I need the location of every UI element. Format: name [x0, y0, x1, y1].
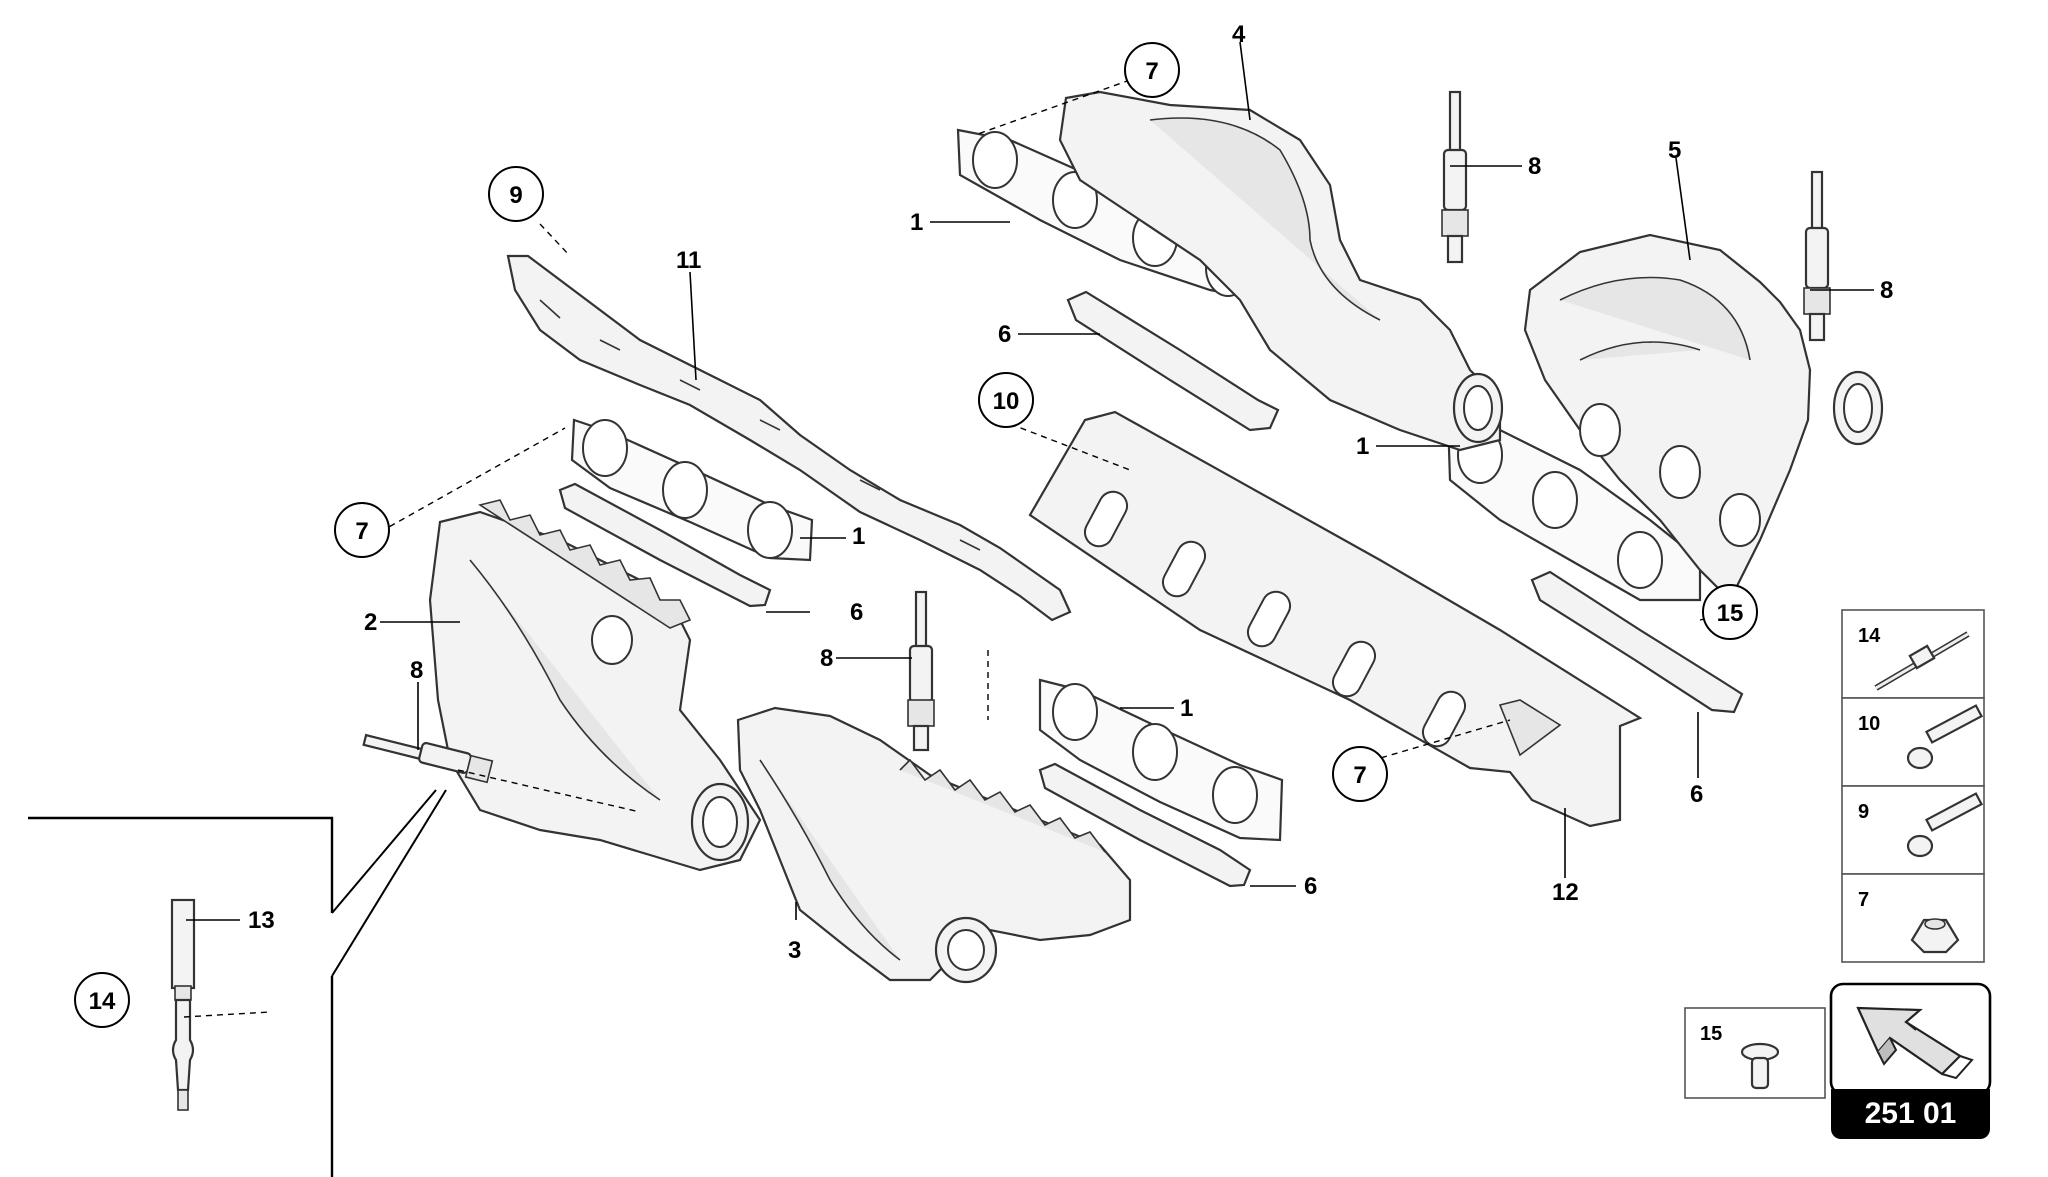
callout-5: 5 — [1668, 137, 1681, 164]
callout-8: 8 — [820, 645, 833, 672]
dashed-guides — [183, 79, 1746, 1018]
callout-6: 6 — [850, 599, 863, 626]
callout-11: 11 — [676, 247, 701, 274]
circled-ref-7: 7 — [334, 502, 390, 558]
sensor-sleeve-13 — [170, 898, 196, 1111]
svg-text:7: 7 — [1145, 58, 1158, 85]
heat-shield-12 — [1028, 410, 1643, 828]
callout-4: 4 — [1232, 21, 1246, 48]
callout-13: 13 — [248, 907, 275, 934]
bracket-6-right — [1530, 570, 1744, 714]
callout-8: 8 — [1528, 153, 1541, 180]
nut-icon — [1910, 918, 1960, 954]
legend-number: 15 — [1700, 1023, 1722, 1045]
bracket-6-left — [558, 482, 772, 608]
gasket-1-lower — [1038, 678, 1284, 842]
gasket-1-right — [1446, 416, 1702, 602]
legend-number: 14 — [1858, 625, 1881, 647]
callout-12: 12 — [1552, 879, 1579, 906]
callout-8: 8 — [1880, 277, 1893, 304]
exhaust-manifold-2 — [428, 499, 762, 872]
inset-detail — [28, 789, 447, 1177]
arrow-up-left-icon — [1856, 1006, 1974, 1080]
lambda-sensor-top — [1441, 90, 1469, 264]
svg-text:15: 15 — [1717, 600, 1744, 627]
legend-number: 9 — [1858, 801, 1869, 823]
circled-references: 7 7 7 9 10 14 15 — [74, 42, 1758, 1028]
exhaust-manifold-4 — [1058, 90, 1504, 452]
bracket-6-lower — [1038, 762, 1252, 888]
lambda-sensor-right — [1803, 170, 1831, 342]
exhaust-manifold-3 — [736, 706, 1132, 984]
circled-ref-10: 10 — [978, 372, 1034, 428]
callout-2: 2 — [364, 609, 377, 636]
lambda-sensor-center — [907, 590, 935, 752]
callout-1: 1 — [910, 209, 923, 236]
legend-number: 7 — [1858, 889, 1869, 911]
shield-slots — [1083, 490, 1467, 748]
leader-lines — [186, 41, 1874, 921]
gasket-1-upper-left — [570, 418, 814, 562]
callout-8: 8 — [410, 657, 423, 684]
lambda-sensor-left — [362, 733, 494, 784]
circled-ref-9: 9 — [488, 166, 544, 222]
callout-1: 1 — [1356, 433, 1369, 460]
callout-6: 6 — [1304, 873, 1317, 900]
svg-text:9: 9 — [509, 182, 522, 209]
flange-screw-icon — [1740, 1042, 1780, 1090]
circled-ref-7: 7 — [1124, 42, 1180, 98]
circled-ref-15: 15 — [1702, 584, 1758, 640]
circled-ref-7: 7 — [1332, 746, 1388, 802]
bolt-icon — [1906, 792, 1984, 858]
callout-6: 6 — [998, 321, 1011, 348]
svg-text:7: 7 — [1353, 762, 1366, 789]
callout-1: 1 — [852, 523, 865, 550]
heat-shield-11 — [506, 254, 1072, 622]
fastener-legend: 14 10 9 7 15 — [1684, 609, 1985, 1099]
circled-ref-14: 14 — [74, 972, 130, 1028]
svg-text:7: 7 — [355, 518, 368, 545]
bracket-6-top — [1066, 290, 1280, 432]
bolt-icon — [1906, 704, 1984, 770]
callout-6: 6 — [1690, 781, 1703, 808]
stud-icon — [1874, 631, 1970, 691]
svg-text:10: 10 — [993, 388, 1020, 415]
callout-1: 1 — [1180, 695, 1193, 722]
legend-number: 10 — [1858, 713, 1880, 735]
callout-3: 3 — [788, 937, 801, 964]
svg-text:14: 14 — [89, 988, 116, 1015]
page-code: 251 01 — [1831, 1089, 1990, 1139]
callout-numbers: 1 1 1 1 2 3 4 5 6 6 6 6 8 8 8 8 11 12 13 — [248, 21, 1893, 964]
exhaust-manifold-5 — [1523, 233, 1884, 602]
navigation-arrow-button[interactable] — [1829, 982, 1992, 1096]
